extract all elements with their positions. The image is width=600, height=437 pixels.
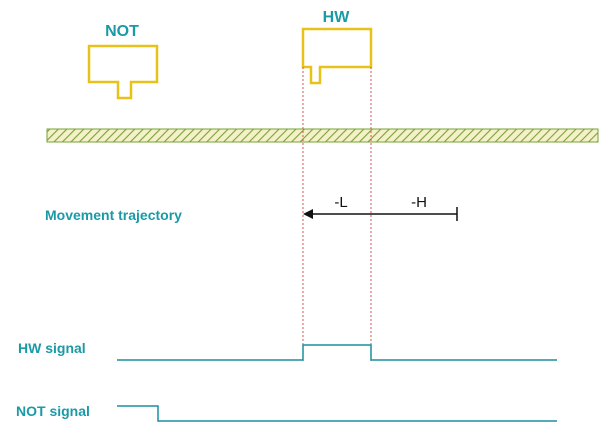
movement-trajectory-label: Movement trajectory [45,207,182,223]
not-sensor-label: NOT [105,23,139,40]
hw-signal-label: HW signal [18,340,86,356]
rail [46,128,599,143]
low-speed-label: -L [334,194,347,211]
trajectory-arrowhead-icon [303,209,313,219]
not-signal-waveform [117,405,557,422]
hw-sensor-shape [301,27,373,85]
high-speed-label: -H [411,194,427,211]
not-sensor-shape [87,44,159,100]
not-signal-label: NOT signal [16,403,90,419]
hw-signal-waveform [117,344,557,361]
hw-sensor-label: HW [323,9,351,26]
